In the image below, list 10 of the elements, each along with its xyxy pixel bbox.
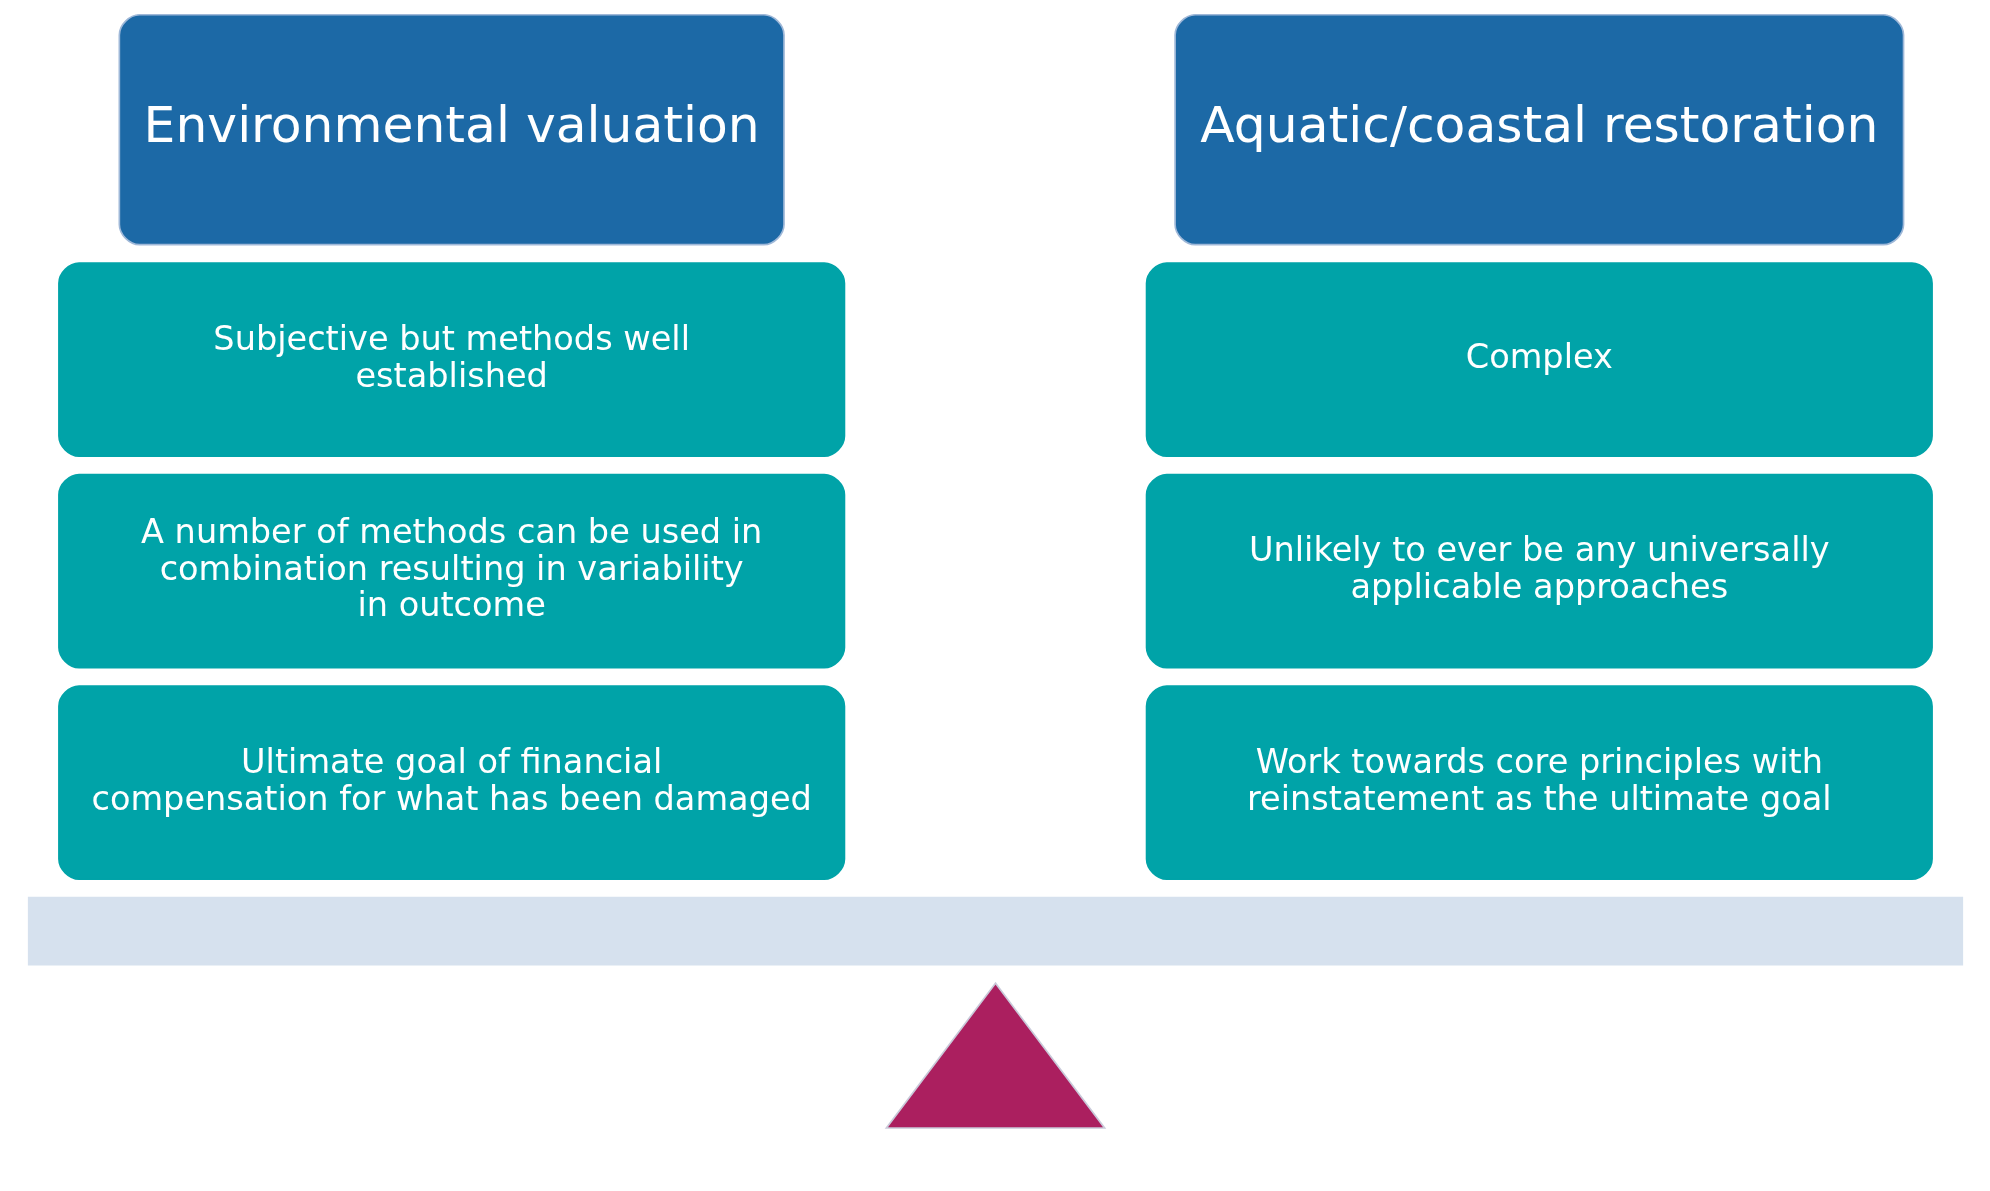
node-box: Work towards core principles with reinstatement as the ultimate goal	[1145, 685, 1933, 880]
node-box: Complex	[1145, 262, 1933, 458]
node-triangle	[884, 981, 1106, 1129]
node-box: A number of methods can be used in combination resulting in variability in outcome	[57, 473, 845, 669]
node-box: Aquatic/coastal restoration	[1173, 13, 1904, 246]
node-box: Environmental valuation	[118, 13, 785, 246]
node-box: Ultimate goal of financial compensation for what has been damaged	[57, 685, 845, 880]
node-box: Subjective but methods well established	[57, 262, 845, 458]
node-bar	[27, 896, 1963, 966]
node-box: Unlikely to ever be any universally applicable approaches	[1145, 473, 1933, 669]
